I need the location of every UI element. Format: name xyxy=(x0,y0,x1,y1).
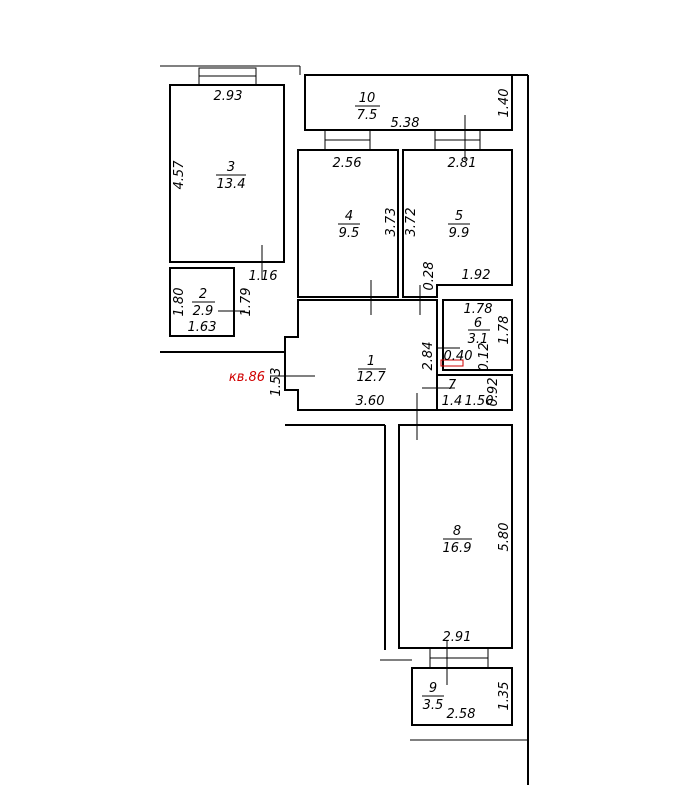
dim-r9-width: 2.58 xyxy=(447,707,476,722)
room-10 xyxy=(304,74,513,131)
room-1 xyxy=(284,299,438,411)
room-4-number: 4 xyxy=(345,209,353,224)
dim-r2-width: 1.63 xyxy=(188,320,217,335)
dim-r1-width: 3.60 xyxy=(356,394,385,409)
room-3-area: 13.4 xyxy=(217,177,246,192)
dim-r10-width: 5.38 xyxy=(391,116,420,131)
room-9-area: 3.5 xyxy=(423,698,444,713)
dim-r5-niche: 0.28 xyxy=(422,262,437,291)
room-4-area: 9.5 xyxy=(339,226,360,241)
room-7-area: 1.4 xyxy=(442,394,463,409)
dim-r3-height: 4.57 xyxy=(172,160,187,190)
dim-r7-height: 0.92 xyxy=(486,378,501,407)
room-1-area: 12.7 xyxy=(357,370,387,385)
dimension-labels: 2.93 1.16 5.38 2.56 2.81 1.92 1.63 3.60 … xyxy=(172,89,512,722)
room-8-area: 16.9 xyxy=(443,541,472,556)
room-2-area: 2.9 xyxy=(193,304,214,319)
dim-r1-door: 1.53 xyxy=(269,368,284,397)
dim-r4-width: 2.56 xyxy=(333,156,362,171)
room-10-area: 7.5 xyxy=(357,108,378,123)
room-6 xyxy=(442,299,513,371)
dim-r1-height: 2.84 xyxy=(421,342,436,371)
room-labels: 1 12.7 2 2.9 3 13.4 4 9.5 5 9.9 6 3.1 7 … xyxy=(192,91,490,713)
room-2-number: 2 xyxy=(199,287,207,302)
dim-r6-a: 0.40 xyxy=(444,349,473,364)
dim-r5-bottom: 1.92 xyxy=(462,268,491,283)
dim-r2-height: 1.80 xyxy=(172,288,187,317)
dim-r2-door: 1.79 xyxy=(239,288,254,317)
dim-r9-height: 1.35 xyxy=(497,682,512,711)
room-6-number: 6 xyxy=(474,316,482,331)
room-7 xyxy=(436,374,513,411)
dim-r3-width: 2.93 xyxy=(214,89,243,104)
dim-r10-height: 1.40 xyxy=(497,89,512,118)
leader-lines xyxy=(218,115,466,685)
room-10-number: 10 xyxy=(359,91,376,106)
room-1-number: 1 xyxy=(367,354,375,369)
dim-r6-b: 0.12 xyxy=(477,343,492,372)
room-9-number: 9 xyxy=(429,681,437,696)
dim-r3-door: 1.16 xyxy=(249,269,278,284)
room-2 xyxy=(169,267,235,337)
apartment-label: кв.86 xyxy=(229,370,265,385)
dim-r5-width: 2.81 xyxy=(448,156,477,171)
room-8-number: 8 xyxy=(453,524,461,539)
room-3-number: 3 xyxy=(227,160,235,175)
room-5 xyxy=(402,149,513,298)
dim-r8-width: 2.91 xyxy=(443,630,472,645)
dim-r7-width: 1.50 xyxy=(465,394,494,409)
dim-r4-height: 3.73 xyxy=(384,208,399,237)
dim-r8-height: 5.80 xyxy=(497,523,512,552)
dim-r6-height: 1.78 xyxy=(497,316,512,345)
room-5-number: 5 xyxy=(455,209,463,224)
room-6-area: 3.1 xyxy=(468,332,489,347)
window-icons xyxy=(198,67,489,669)
dim-r6-width: 1.78 xyxy=(464,302,493,317)
room-7-number: 7 xyxy=(448,378,457,393)
room-5-area: 9.9 xyxy=(449,226,470,241)
dim-r5-height: 3.72 xyxy=(404,208,419,237)
